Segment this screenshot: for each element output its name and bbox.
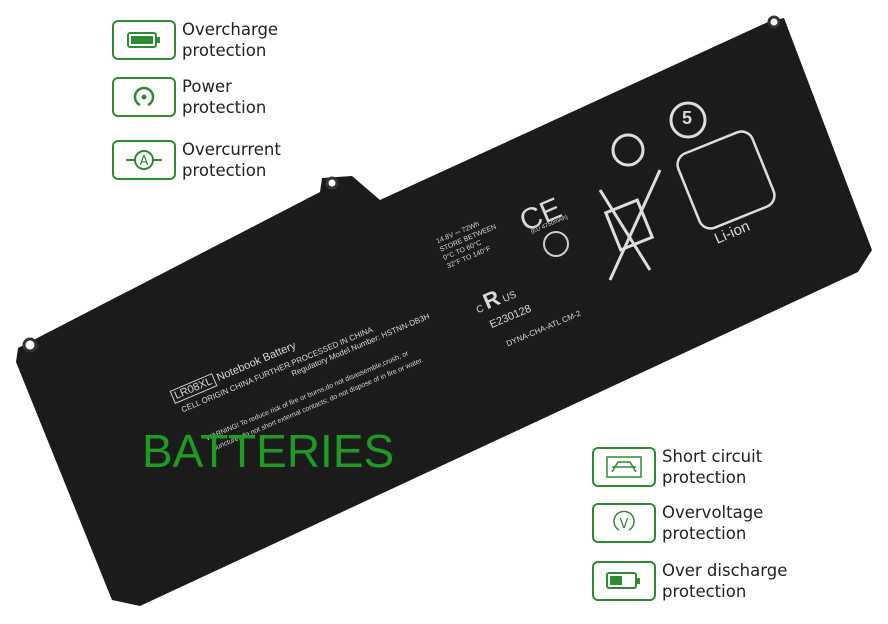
- ammeter-icon: A: [112, 140, 176, 180]
- circuit-icon: [592, 447, 656, 487]
- pse-number: 5: [682, 108, 693, 128]
- power-icon: [112, 77, 176, 117]
- recycle-symbol: [676, 130, 776, 230]
- voltage-icon: V: [592, 503, 656, 543]
- watermark: BATTERIES: [142, 425, 395, 477]
- battery-low-icon: [592, 561, 656, 601]
- battery-full-icon: [112, 20, 176, 60]
- pse-mark: [611, 101, 707, 167]
- crossed-bin-icon: [598, 169, 662, 281]
- svg-text:A: A: [140, 154, 149, 169]
- svg-text:V: V: [620, 517, 629, 532]
- approval-mark: [543, 231, 569, 257]
